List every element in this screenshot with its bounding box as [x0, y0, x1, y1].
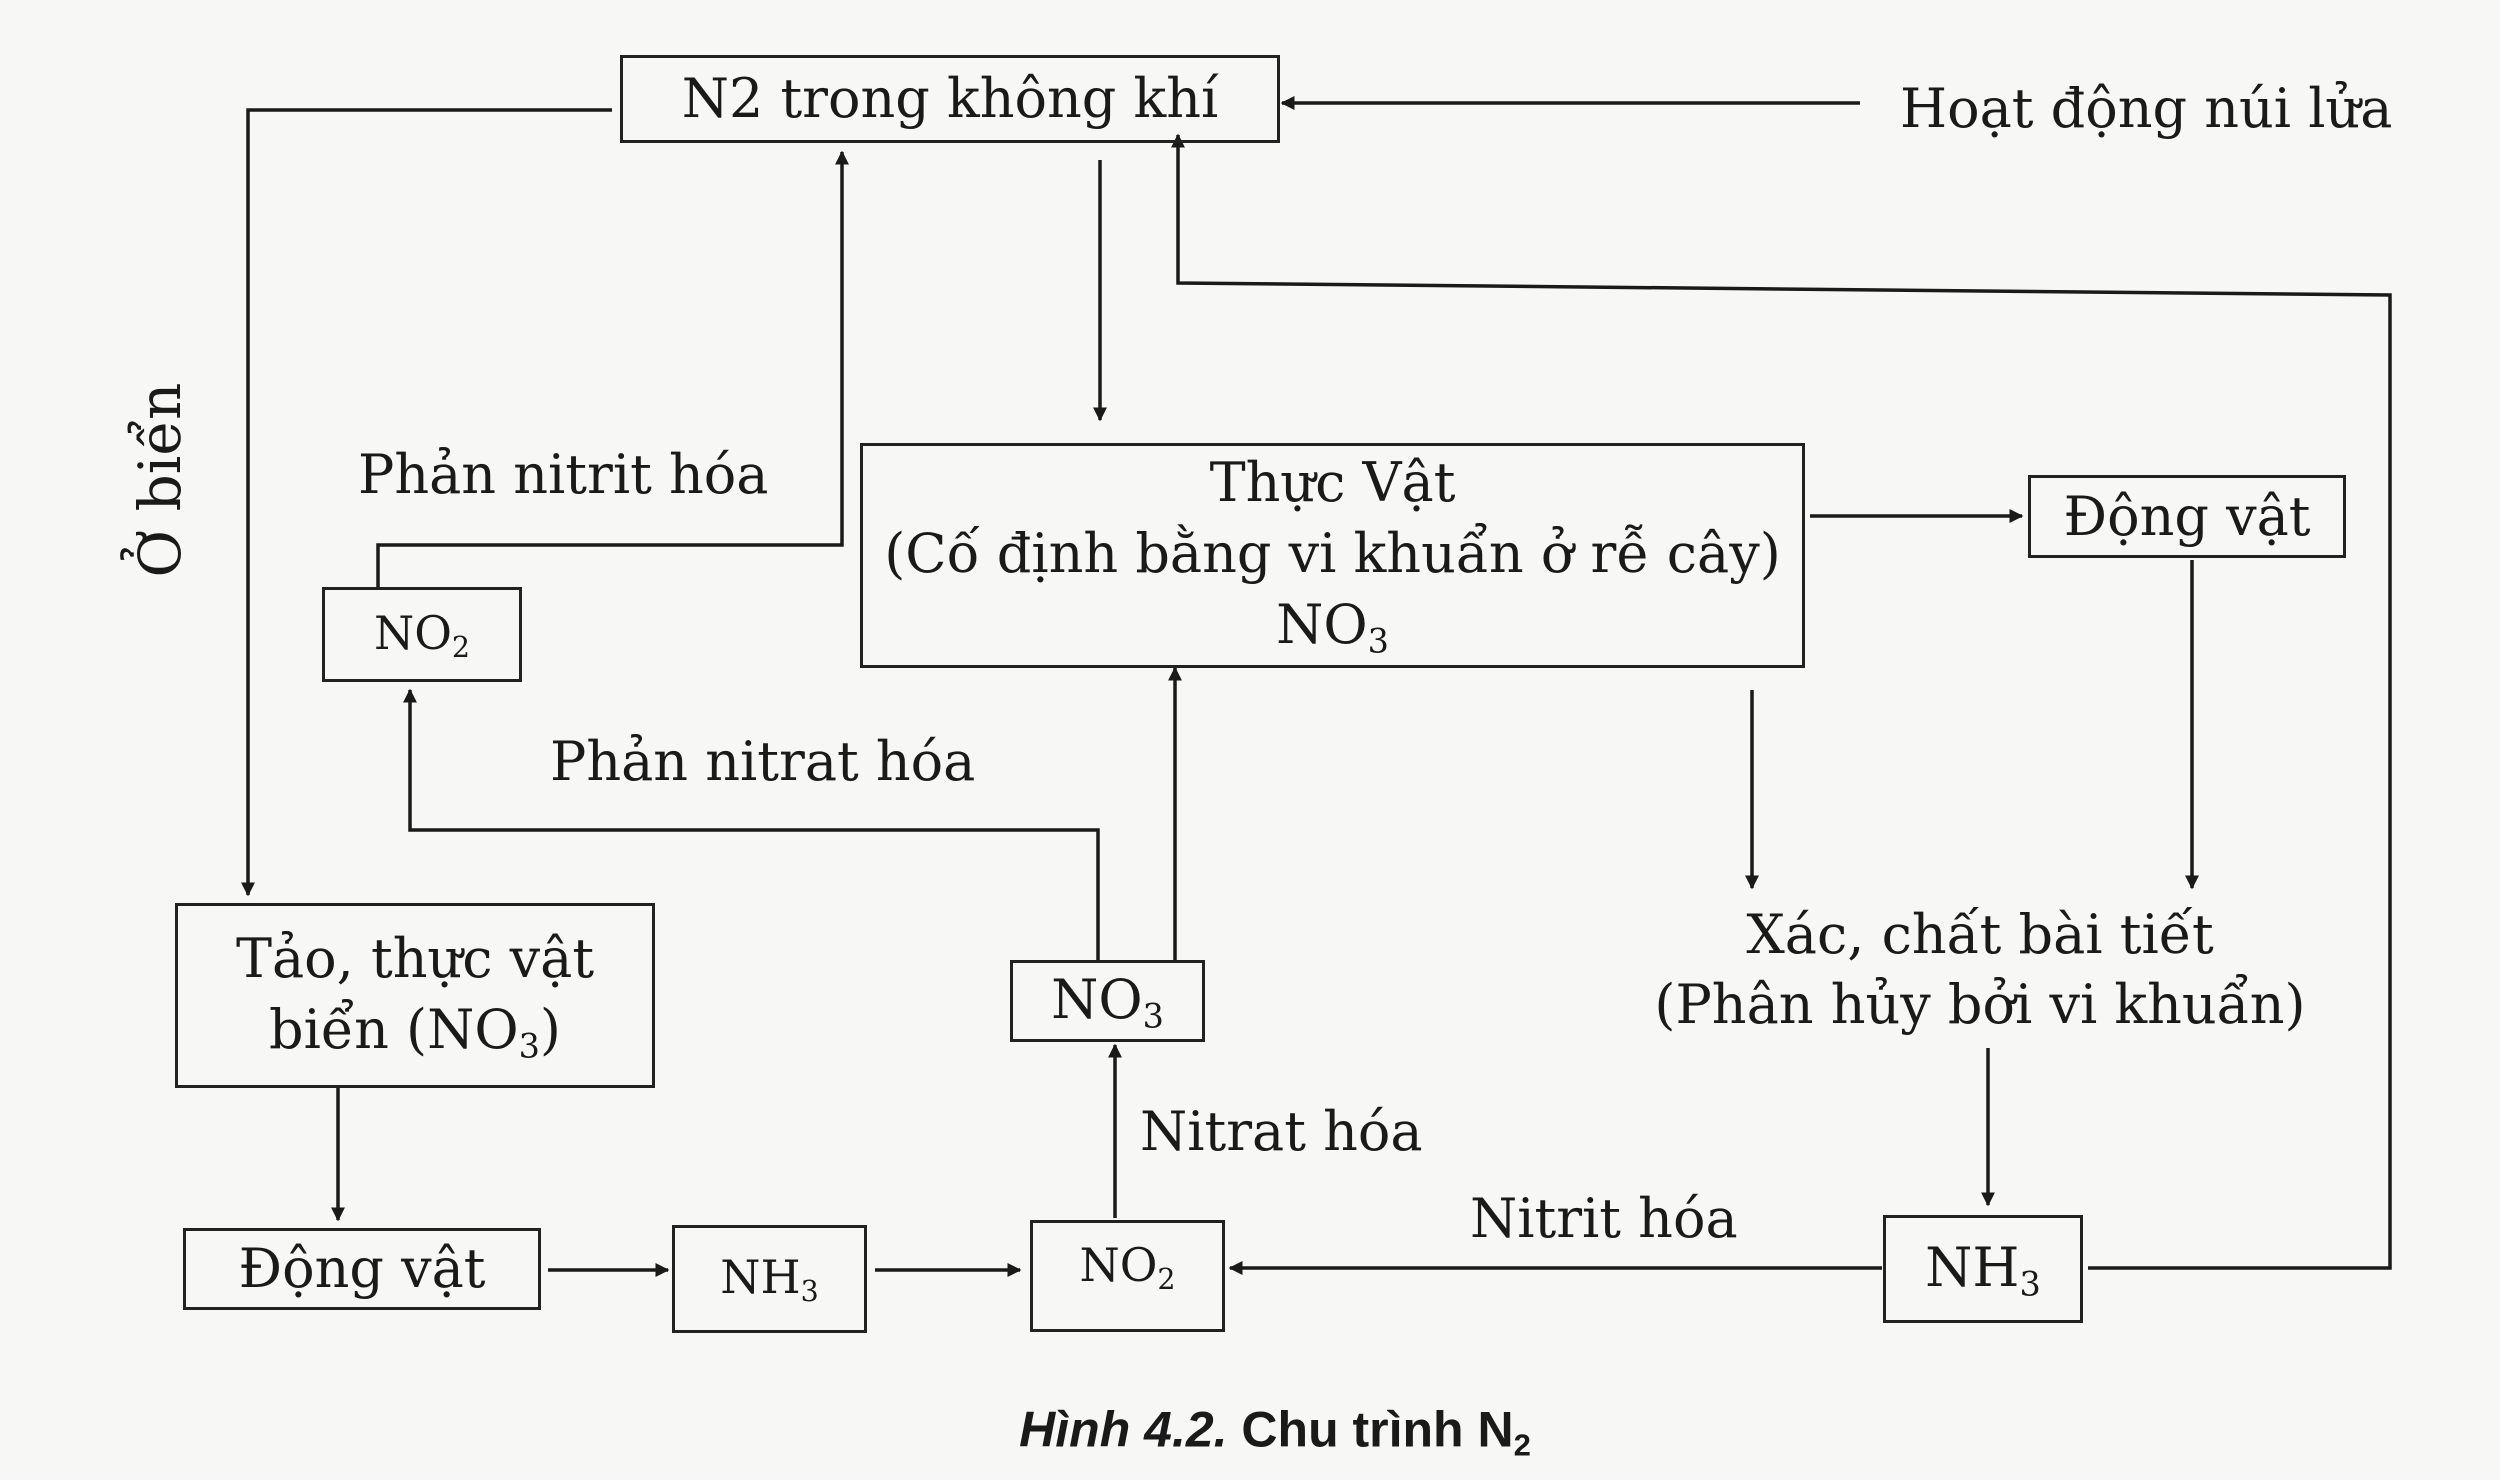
plant-subtitle: (Cố định bằng vi khuẩn ở rễ cây) [884, 522, 1781, 586]
decay-title: Xác, chất bài tiết [1746, 902, 2214, 966]
arrow-nh3-to-n2 [1171, 133, 2392, 1270]
label-nitrite: Nitrit hóa [1470, 1187, 1738, 1250]
box-no2-left: NO2 [322, 587, 522, 682]
box-animal-right: Động vật [2028, 475, 2346, 558]
label-sea: Ở biển [126, 382, 194, 578]
box-no2-bottom: NO2 [1030, 1220, 1225, 1332]
node-decay: Xác, chất bài tiết (Phân hủy bởi vi khuẩ… [1654, 900, 2305, 1040]
label-denitrate: Phản nitrat hóa [550, 730, 976, 793]
box-algae: Tảo, thực vật biển (NO3) [175, 903, 655, 1088]
arrow-n2-to-algae [241, 108, 612, 897]
box-n2-air: N2 trong không khí [620, 55, 1280, 143]
decay-subtitle: (Phân hủy bởi vi khuẩn) [1654, 973, 2306, 1036]
box-no3-mid: NO3 [1010, 960, 1205, 1042]
box-animal-left: Động vật [183, 1228, 541, 1310]
label-denitrite: Phản nitrit hóa [358, 443, 769, 506]
figure-caption: Hình 4.2. Chu trình N2 [1019, 1401, 1531, 1463]
box-nh3-left: NH3 [672, 1225, 867, 1333]
plant-no3: NO3 [1276, 593, 1389, 661]
label-volcano: Hoạt động núi lửa [1900, 77, 2393, 140]
box-nh3-right: NH3 [1883, 1215, 2083, 1323]
arrow-no2-to-n2 [376, 150, 849, 588]
box-plant: Thực Vật (Cố định bằng vi khuẩn ở rễ cây… [860, 443, 1805, 668]
plant-title: Thực Vật [1209, 450, 1456, 514]
label-nitrate: Nitrat hóa [1140, 1100, 1423, 1163]
arrow-no3-to-no2left [403, 688, 1100, 962]
